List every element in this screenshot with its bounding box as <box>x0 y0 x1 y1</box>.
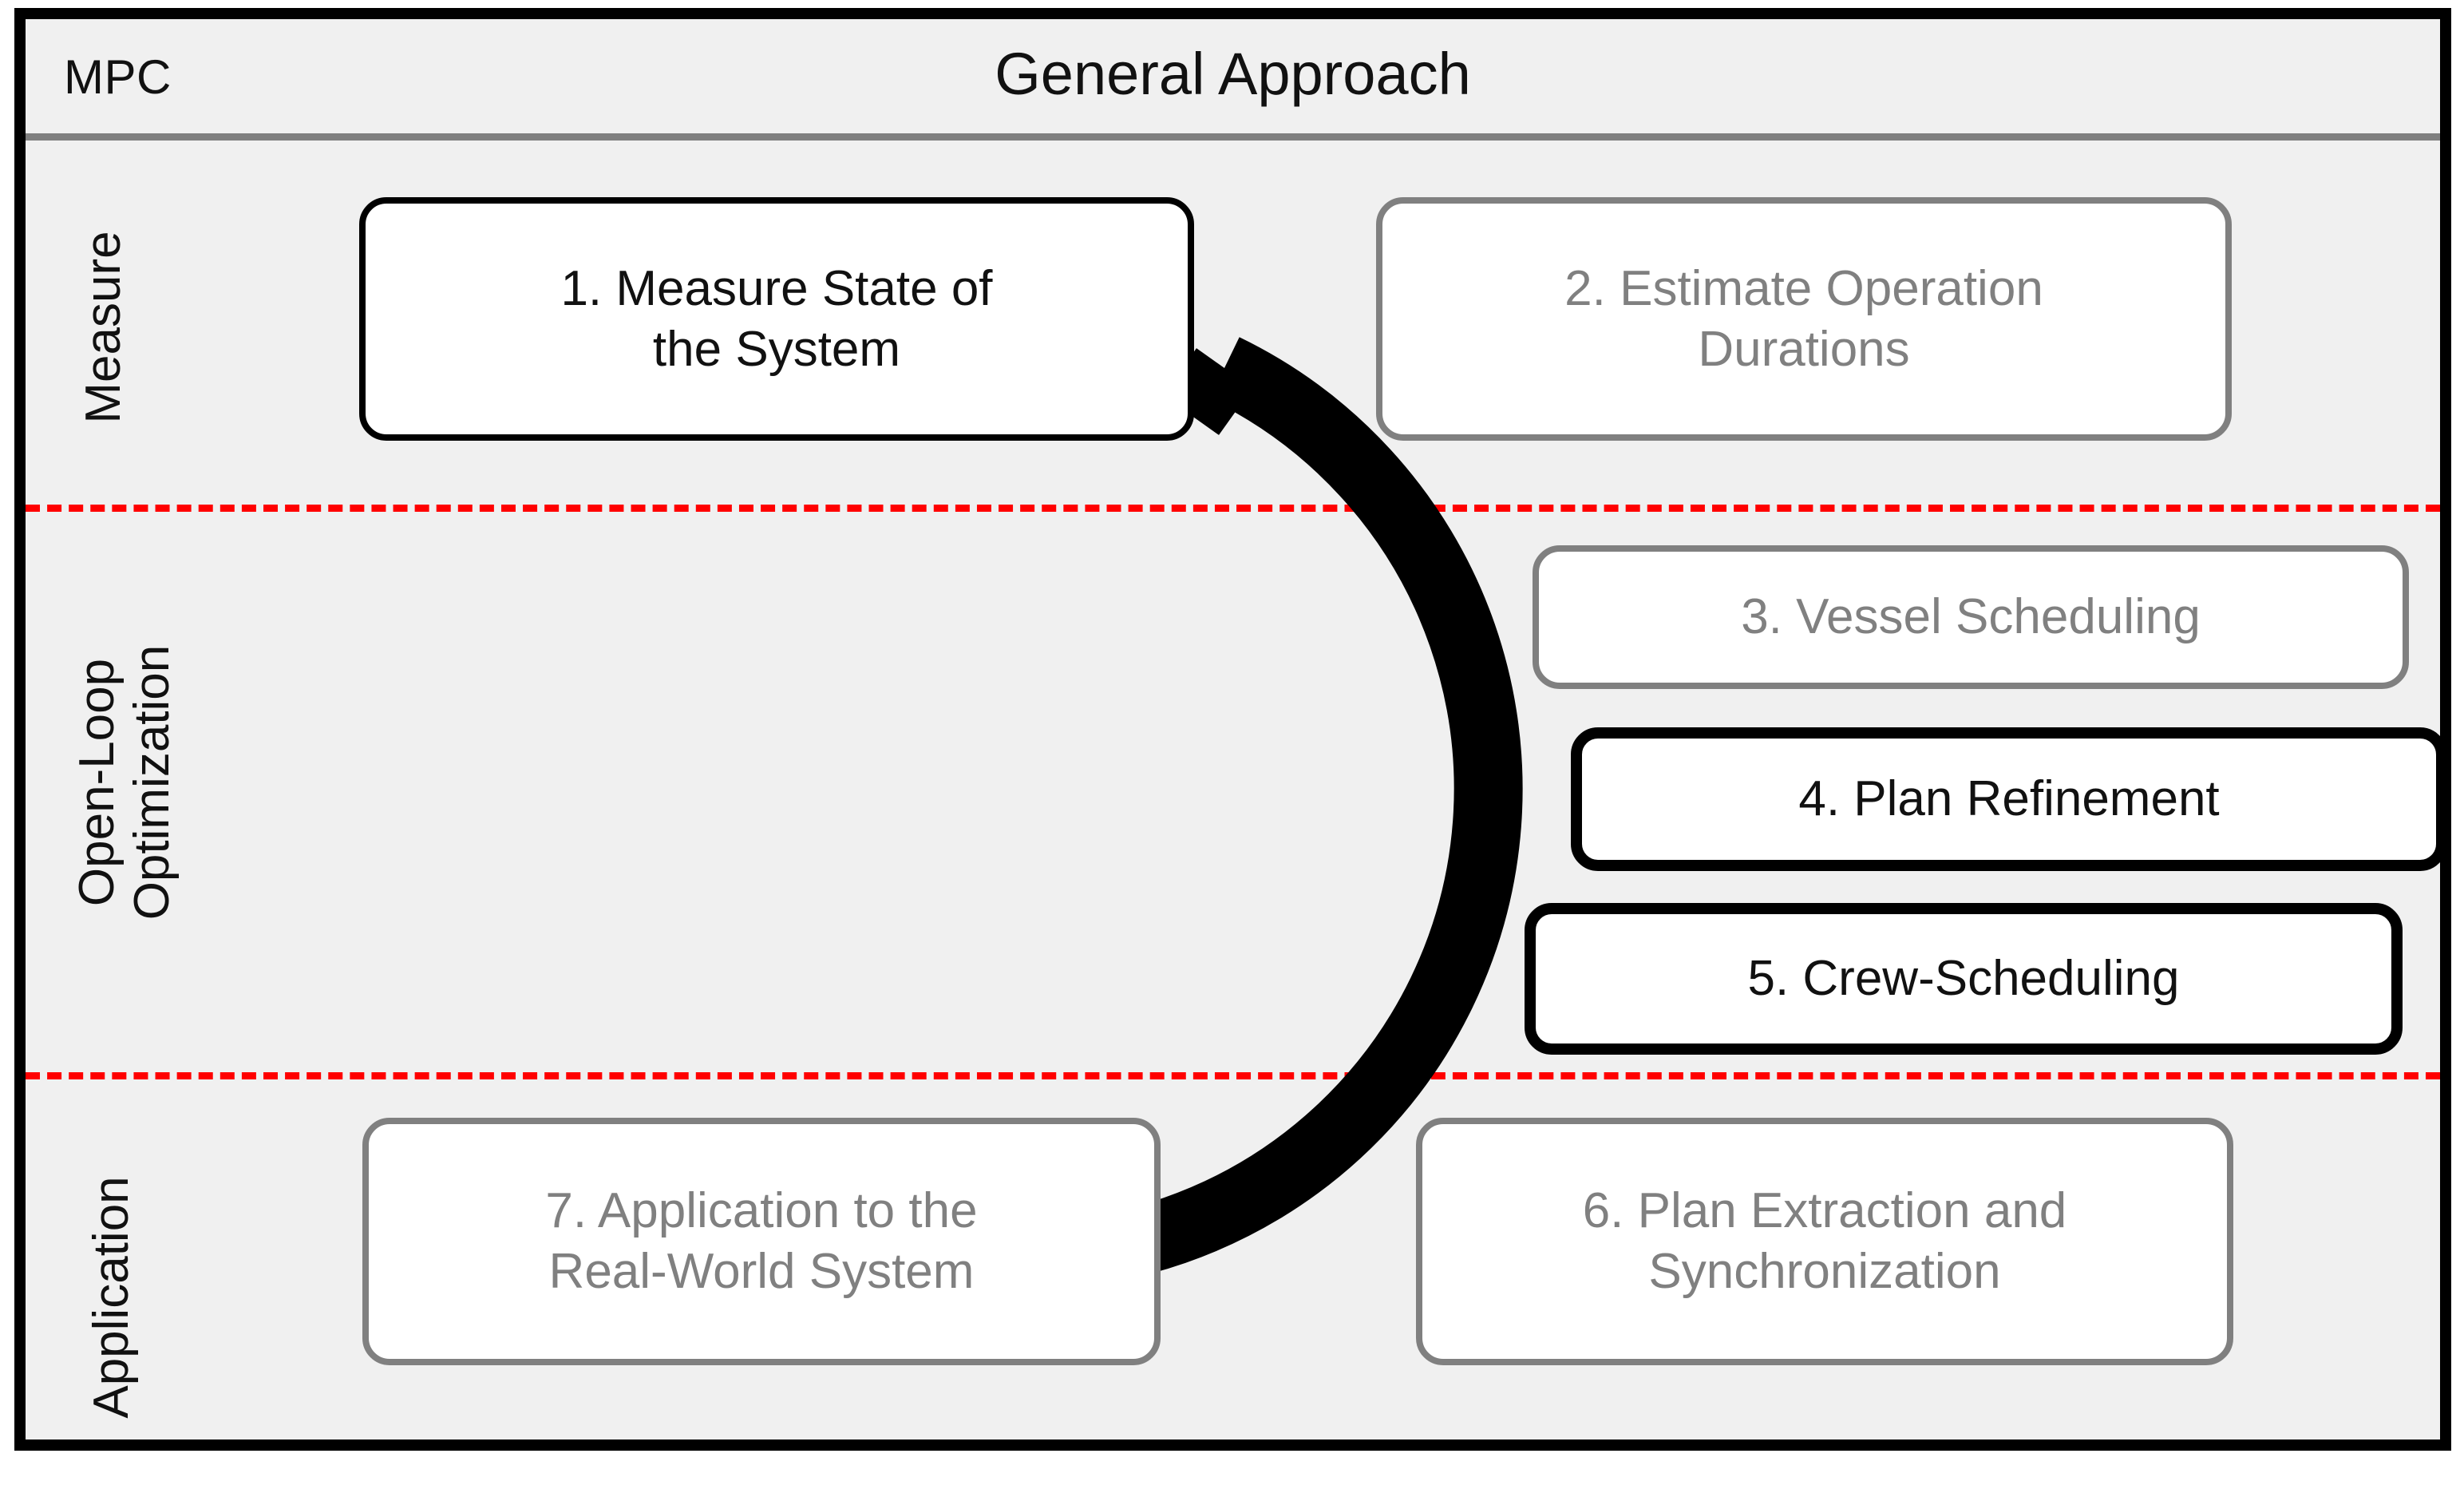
step-1-line2: the System <box>652 321 901 377</box>
step-2-line2: Durations <box>1698 321 1910 377</box>
step-1-line1: 1. Measure State of <box>560 260 993 316</box>
step-3-text: 3. Vessel Scheduling <box>1741 587 2201 647</box>
step-6-line1: 6. Plan Extraction and <box>1582 1183 2067 1239</box>
step-4-text: 4. Plan Refinement <box>1798 769 2219 830</box>
step-7-text: 7. Application to the Real-World System <box>545 1181 977 1301</box>
step-box-4-plan-refinement[interactable]: 4. Plan Refinement <box>1571 727 2447 871</box>
row-label-open-loop-line1: Open-Loop <box>69 658 125 907</box>
page-title: General Approach <box>995 41 1471 107</box>
step-6-text: 6. Plan Extraction and Synchronization <box>1583 1181 2067 1301</box>
step-4-line1: 4. Plan Refinement <box>1798 771 2220 827</box>
step-box-5-crew-scheduling[interactable]: 5. Crew-Scheduling <box>1525 903 2403 1055</box>
row-separator-measure-optimization <box>26 505 2440 512</box>
diagram-header: MPC General Approach <box>26 19 2440 141</box>
step-7-line1: 7. Application to the <box>545 1183 978 1239</box>
diagram-frame: MPC General Approach Measure Open-Loop O… <box>14 8 2451 1451</box>
step-2-text: 2. Estimate Operation Durations <box>1564 259 2043 379</box>
row-label-application: Application <box>84 1176 139 1419</box>
step-box-7-application-real-world-system[interactable]: 7. Application to the Real-World System <box>362 1118 1161 1365</box>
diagram-body: Measure Open-Loop Optimization Applicati… <box>26 148 2447 1439</box>
row-separator-optimization-application <box>26 1072 2440 1079</box>
step-7-line2: Real-World System <box>548 1244 975 1299</box>
step-5-text: 5. Crew-Scheduling <box>1747 948 2179 1009</box>
step-box-1-measure-state[interactable]: 1. Measure State of the System <box>359 197 1194 441</box>
step-6-line2: Synchronization <box>1648 1244 2001 1299</box>
step-3-line1: 3. Vessel Scheduling <box>1741 589 2201 645</box>
row-label-measure: Measure <box>76 231 131 424</box>
step-2-line1: 2. Estimate Operation <box>1564 260 2043 316</box>
mpc-label: MPC <box>64 50 172 104</box>
step-box-2-estimate-operation-durations[interactable]: 2. Estimate Operation Durations <box>1376 197 2232 441</box>
row-label-open-loop-optimization: Open-Loop Optimization <box>69 535 189 1030</box>
step-1-text: 1. Measure State of the System <box>560 259 992 379</box>
step-box-6-plan-extraction-synchronization[interactable]: 6. Plan Extraction and Synchronization <box>1416 1118 2233 1365</box>
row-label-open-loop-line2: Optimization <box>125 644 180 921</box>
step-box-3-vessel-scheduling[interactable]: 3. Vessel Scheduling <box>1533 545 2409 689</box>
step-5-line1: 5. Crew-Scheduling <box>1747 951 2180 1007</box>
